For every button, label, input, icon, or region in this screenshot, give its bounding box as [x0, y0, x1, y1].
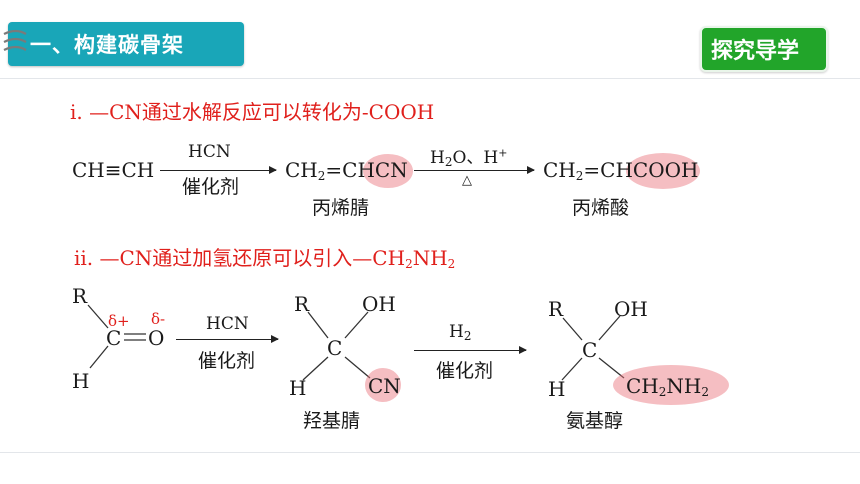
cyanohydrin-cn: CN [368, 374, 401, 398]
aminoalcohol-h: H [548, 377, 566, 401]
cyanohydrin-h: H [289, 376, 307, 400]
cooh-highlight [626, 153, 700, 189]
rule-hydrolysis: ⅰ. —CN通过水解反应可以转化为-COOH [70, 100, 435, 124]
inquiry-badge: 探究导学 [700, 26, 828, 72]
background-line [0, 78, 860, 79]
arrow4-catalyst: 催化剂 [436, 360, 494, 382]
delta-minus: δ- [151, 310, 166, 328]
ch2nh2-highlight [613, 365, 729, 405]
section-title: 一、构建碳骨架 [30, 33, 184, 57]
heat-icon: △ [462, 173, 472, 188]
arrow3-reagent: HCN [206, 314, 249, 334]
cyanohydrin-oh: OH [362, 292, 396, 316]
aldehyde-r: R [72, 284, 88, 308]
acrylonitrile-name: 丙烯腈 [312, 197, 370, 219]
cn-highlight [365, 368, 401, 402]
section-title-tab: 一、构建碳骨架 [8, 22, 244, 66]
aminoalcohol-carbon: C [582, 338, 598, 362]
rule-hydrogenation: ⅱ. —CN通过加氢还原可以引入—CH2NH2 [74, 246, 456, 271]
inquiry-badge-label: 探究导学 [711, 39, 800, 64]
aminoalcohol-r: R [548, 297, 564, 321]
acrylonitrile-formula: CH2=CHCN [285, 158, 408, 183]
background-line [0, 452, 860, 453]
acrylic-acid-name: 丙烯酸 [572, 197, 630, 219]
binder-rings-icon [3, 29, 27, 51]
reaction-arrow [160, 166, 277, 174]
aminoalcohol-name: 氨基醇 [566, 410, 624, 432]
arrow3-catalyst: 催化剂 [198, 350, 256, 372]
acrylic-acid-formula: CH2=CHCOOH [543, 158, 699, 183]
arrow1-reagent: HCN [188, 142, 231, 162]
reaction-arrow [176, 335, 279, 343]
arrow2-reagents: H2O、H+ [430, 146, 508, 169]
arrow1-catalyst: 催化剂 [182, 176, 240, 198]
arrow4-reagent: H2 [449, 322, 472, 343]
aldehyde-h: H [72, 369, 90, 393]
cn-highlight [363, 154, 413, 188]
aminoalcohol-ch2nh2: CH2NH2 [626, 374, 709, 399]
aldehyde-oxygen: O [148, 326, 165, 350]
reaction-arrow [414, 346, 527, 354]
acetylene: CH≡CH [72, 158, 155, 182]
cyanohydrin-name: 羟基腈 [303, 410, 361, 432]
reaction-arrow [414, 166, 535, 174]
cyanohydrin-carbon: C [327, 336, 343, 360]
cooh-group: COOH [632, 158, 699, 182]
delta-plus: δ+ [108, 312, 130, 330]
cn-group: CN [374, 158, 408, 182]
cyanohydrin-r: R [294, 292, 310, 316]
aldehyde-carbon: C [106, 326, 122, 350]
aminoalcohol-oh: OH [614, 297, 648, 321]
